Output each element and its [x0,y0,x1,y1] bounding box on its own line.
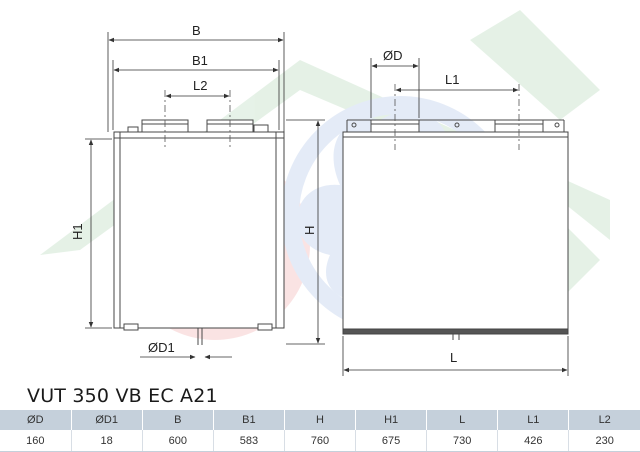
table-header-cell: B1 [213,410,285,430]
table-header-cell: L [426,410,499,430]
table-cell: 675 [355,430,428,452]
label-H: H [302,226,317,235]
table-cell: 730 [426,430,499,452]
table-header-cell: L2 [568,410,640,430]
front-view-body [342,131,569,335]
table-header-row: ØD ØD1 B B1 H H1 L L1 L2 [0,410,640,430]
label-B1: B1 [192,53,208,68]
table-header-cell: L1 [497,410,570,430]
table-cell: 160 [0,430,72,452]
table-cell: 426 [497,430,570,452]
table-header-cell: ØD [0,410,72,430]
model-title: VUT 350 VB EC A21 [27,385,218,407]
label-L2: L2 [193,78,207,93]
table-header-cell: H [284,410,357,430]
label-L: L [450,350,457,365]
side-view-body [113,131,285,329]
table-cell: 230 [568,430,640,452]
label-D: ØD [383,48,403,63]
table-header-cell: H1 [355,410,428,430]
table-row: 160 18 600 583 760 675 730 426 230 [0,430,640,452]
table-header-cell: ØD1 [71,410,143,430]
label-D1: ØD1 [148,340,175,355]
label-B: B [192,23,201,38]
dimensions-table: ØD ØD1 B B1 H H1 L L1 L2 160 18 600 583 … [0,410,640,452]
table-cell: 600 [142,430,214,452]
label-H1: H1 [70,223,85,240]
table-cell: 583 [213,430,285,452]
table-cell: 760 [284,430,357,452]
table-header-cell: B [142,410,214,430]
label-L1: L1 [445,72,459,87]
table-cell: 18 [71,430,143,452]
side-view [113,119,285,345]
front-view [342,119,569,340]
